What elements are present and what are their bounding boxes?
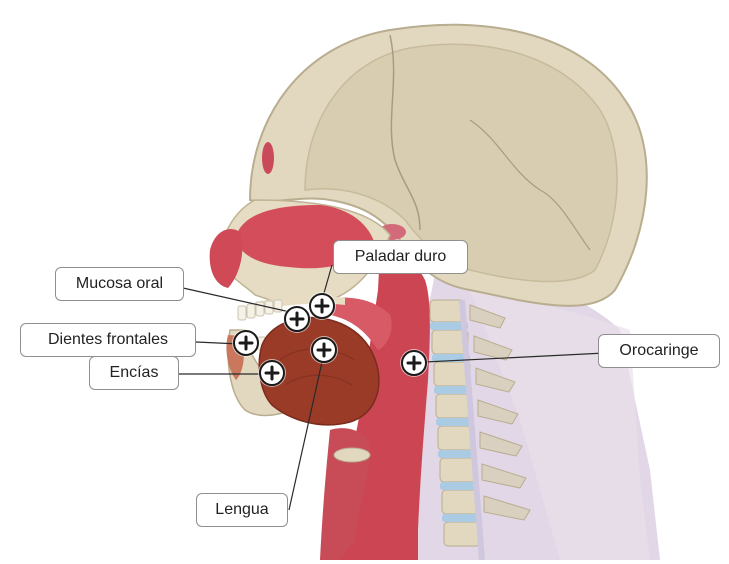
hotspot-paladar-duro[interactable] <box>309 293 335 319</box>
label-dientes-frontales[interactable]: Dientes frontales <box>20 323 196 357</box>
hotspot-dientes-frontales[interactable] <box>233 330 259 356</box>
hotspot-mucosa-oral[interactable] <box>284 306 310 332</box>
label-lengua[interactable]: Lengua <box>196 493 288 527</box>
frontal-sinus <box>262 142 274 174</box>
plus-icon <box>238 335 254 351</box>
hotspot-orocaringe[interactable] <box>401 350 427 376</box>
label-encias[interactable]: Encías <box>89 356 179 390</box>
label-mucosa-oral[interactable]: Mucosa oral <box>55 267 184 301</box>
hotspot-encias[interactable] <box>259 360 285 386</box>
plus-icon <box>314 298 330 314</box>
label-orocaringe[interactable]: Orocaringe <box>598 334 720 368</box>
label-paladar-duro[interactable]: Paladar duro <box>333 240 468 274</box>
plus-icon <box>264 365 280 381</box>
plus-icon <box>406 355 422 371</box>
hyoid-bone <box>334 448 370 462</box>
hotspot-lengua[interactable] <box>311 337 337 363</box>
plus-icon <box>289 311 305 327</box>
plus-icon <box>316 342 332 358</box>
upper-teeth <box>238 300 282 320</box>
